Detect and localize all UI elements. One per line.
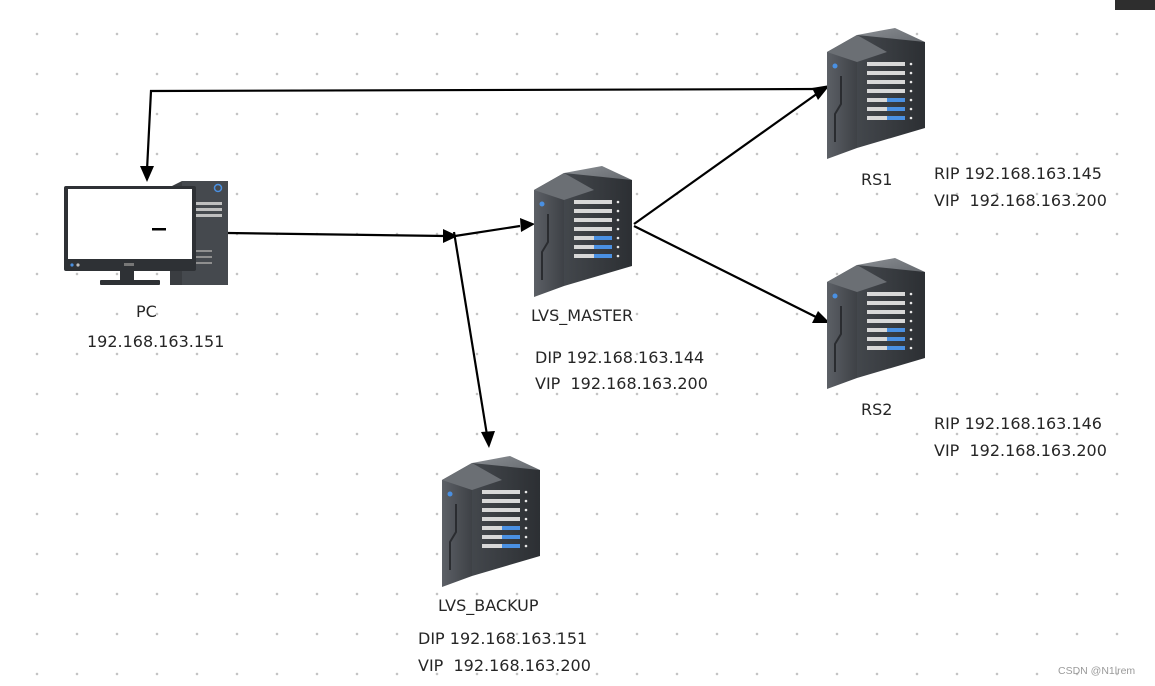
arrowhead-junction <box>443 229 458 243</box>
arrowheads <box>140 85 830 448</box>
rs2-name-label: RS2 <box>861 400 893 419</box>
lvs-master-dip-label: DIP 192.168.163.144 <box>535 348 705 367</box>
edge-lvs-master-to-rs1 <box>633 92 819 225</box>
arrowhead-lvs-backup <box>481 431 495 448</box>
lvs-master-vip-label: VIP 192.168.163.200 <box>535 374 708 393</box>
pc-name-label: PC <box>136 302 157 321</box>
edge-junction-to-lvs-master <box>454 224 521 238</box>
corner-toolbar-stub <box>1115 0 1155 10</box>
arrowhead-lvs-master <box>520 218 535 232</box>
arrowhead-rs2 <box>812 311 830 323</box>
rs2-server-icon <box>826 257 926 390</box>
pc-ip-label: 192.168.163.151 <box>87 332 225 351</box>
rs1-server-icon <box>826 27 926 160</box>
lvs-backup-vip-label: VIP 192.168.163.200 <box>418 656 591 675</box>
rs1-rip-label: RIP 192.168.163.145 <box>934 164 1102 183</box>
edge-lvs-master-to-rs2 <box>633 225 819 319</box>
watermark: CSDN @N1lrem <box>1058 665 1136 677</box>
edge-rs1-to-pc <box>145 87 819 171</box>
edge-junction-to-lvs-backup <box>452 231 489 436</box>
edge-pc-to-lvs-master <box>227 231 446 238</box>
lvs-backup-name-label: LVS_BACKUP <box>438 596 539 615</box>
edges <box>145 87 819 436</box>
arrowhead-rs1 <box>812 85 830 100</box>
pc-node-icon <box>64 181 228 285</box>
pc-monitor <box>64 186 196 285</box>
rs2-vip-label: VIP 192.168.163.200 <box>934 441 1107 460</box>
lvs-master-server-icon <box>533 165 633 298</box>
lvs-master-name-label: LVS_MASTER <box>531 306 634 325</box>
rs1-vip-label: VIP 192.168.163.200 <box>934 191 1107 210</box>
lvs-backup-server-icon <box>441 455 541 588</box>
rs2-rip-label: RIP 192.168.163.146 <box>934 414 1102 433</box>
arrowhead-pc <box>140 166 154 182</box>
rs1-name-label: RS1 <box>861 170 893 189</box>
lvs-backup-dip-label: DIP 192.168.163.151 <box>418 629 588 648</box>
